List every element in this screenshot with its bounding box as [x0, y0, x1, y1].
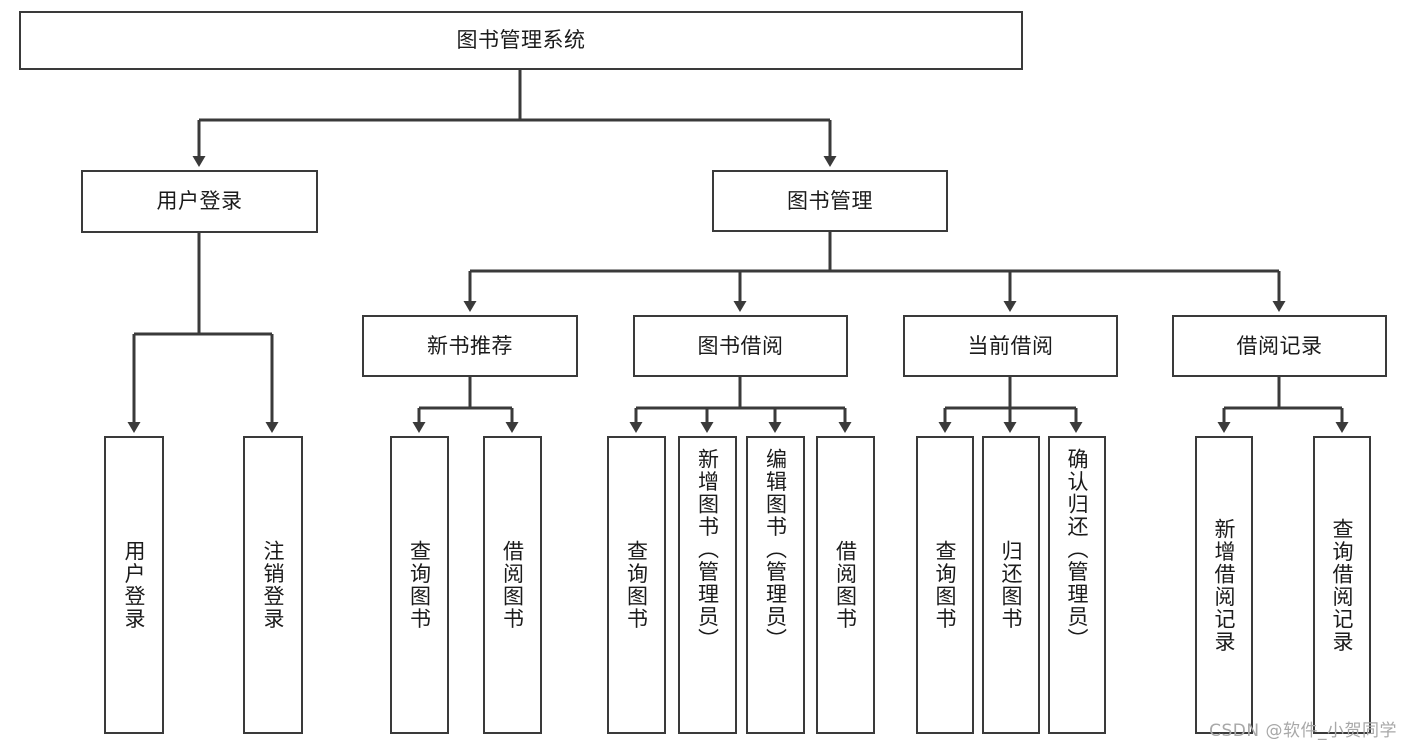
node-book-borrow-label: 图书借阅 [697, 333, 784, 358]
leaf-edit-book-label: 编辑图书（管理员） [763, 448, 788, 651]
leaf-logout-login[interactable]: 注销登录 [243, 436, 303, 734]
node-current-borrow[interactable]: 当前借阅 [903, 315, 1118, 377]
leaf-add-record-label: 新增借阅记录 [1212, 517, 1237, 653]
leaf-logout-login-label: 注销登录 [261, 540, 286, 630]
node-book-borrow[interactable]: 图书借阅 [633, 315, 848, 377]
leaf-add-book[interactable]: 新增图书（管理员） [678, 436, 737, 734]
leaf-query-book-3[interactable]: 查询图书 [916, 436, 974, 734]
leaf-borrow-book-2-label: 借阅图书 [833, 540, 858, 630]
leaf-user-login-label: 用户登录 [122, 540, 147, 630]
node-user-login-label: 用户登录 [156, 189, 243, 214]
node-new-book-recommend[interactable]: 新书推荐 [362, 315, 578, 377]
leaf-confirm-return-label: 确认归还（管理员） [1065, 448, 1090, 651]
leaf-return-book-label: 归还图书 [999, 540, 1024, 630]
leaf-edit-book[interactable]: 编辑图书（管理员） [746, 436, 805, 734]
node-new-book-recommend-label: 新书推荐 [427, 333, 513, 358]
node-root[interactable]: 图书管理系统 [19, 11, 1023, 70]
csdn-watermark: CSDN @软件_小贺同学 [1209, 721, 1397, 741]
leaf-query-record[interactable]: 查询借阅记录 [1313, 436, 1371, 734]
node-book-manage-label: 图书管理 [787, 188, 873, 213]
node-root-label: 图书管理系统 [456, 28, 586, 53]
leaf-query-book-2[interactable]: 查询图书 [607, 436, 666, 734]
leaf-user-login[interactable]: 用户登录 [104, 436, 164, 734]
leaf-borrow-book-1[interactable]: 借阅图书 [483, 436, 542, 734]
leaf-add-record[interactable]: 新增借阅记录 [1195, 436, 1253, 734]
node-book-manage[interactable]: 图书管理 [712, 170, 948, 232]
node-borrow-record-label: 借阅记录 [1236, 333, 1323, 358]
leaf-query-book-2-label: 查询图书 [624, 540, 649, 630]
leaf-query-book-1[interactable]: 查询图书 [390, 436, 449, 734]
node-user-login[interactable]: 用户登录 [81, 170, 318, 233]
leaf-confirm-return[interactable]: 确认归还（管理员） [1048, 436, 1106, 734]
leaf-query-record-label: 查询借阅记录 [1330, 517, 1355, 653]
leaf-return-book[interactable]: 归还图书 [982, 436, 1040, 734]
leaf-borrow-book-2[interactable]: 借阅图书 [816, 436, 875, 734]
leaf-add-book-label: 新增图书（管理员） [695, 448, 720, 651]
node-borrow-record[interactable]: 借阅记录 [1172, 315, 1387, 377]
leaf-query-book-3-label: 查询图书 [933, 540, 958, 630]
leaf-borrow-book-1-label: 借阅图书 [500, 540, 525, 630]
node-current-borrow-label: 当前借阅 [967, 333, 1054, 358]
leaf-query-book-1-label: 查询图书 [407, 540, 432, 630]
